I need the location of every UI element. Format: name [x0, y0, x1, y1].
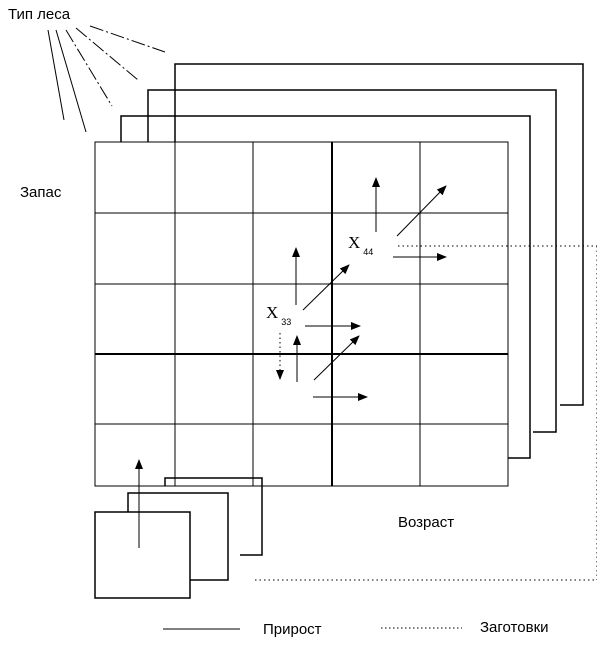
- legend-harvest-label: Заготовки: [480, 619, 549, 636]
- input-square-front: [94, 511, 191, 599]
- harvest-dotted-lines: [255, 245, 597, 581]
- input-square-back: [164, 477, 263, 556]
- arrow-x44-diag: [396, 185, 447, 237]
- arrow-x33-diag: [302, 264, 350, 311]
- arrow-cell-diag: [313, 335, 360, 381]
- forest-type-label: Тип леса: [8, 6, 71, 23]
- main-grid: [94, 141, 509, 487]
- forest-type-layer-middle: [147, 89, 557, 433]
- legend: Прирост Заготовки: [163, 619, 549, 638]
- var-x44-subscript: 44: [363, 247, 373, 257]
- var-x44-symbol: X: [348, 233, 360, 252]
- legend-growth-label: Прирост: [263, 621, 322, 638]
- var-x33-symbol: X: [266, 303, 278, 322]
- input-squares: [94, 477, 263, 599]
- var-x33-subscript: 33: [281, 317, 291, 327]
- growth-arrows: [135, 177, 447, 548]
- stock-label: Запас: [20, 184, 62, 201]
- grid-border: [94, 141, 509, 487]
- forest-type-pointer-lines: [47, 25, 166, 133]
- input-square-middle: [127, 492, 229, 581]
- age-label: Возраст: [398, 514, 454, 531]
- forest-type-layer-front: [120, 115, 531, 459]
